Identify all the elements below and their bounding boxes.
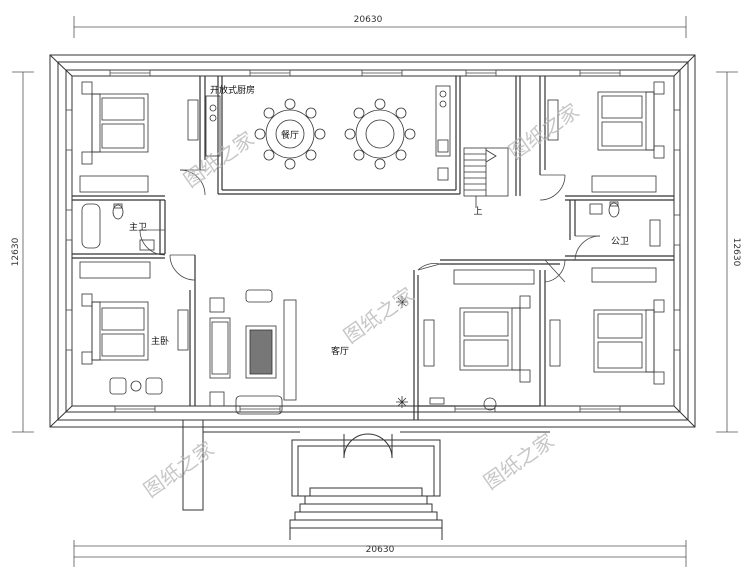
- master-bath-fixtures: [81, 203, 155, 251]
- plant-icons: [396, 296, 408, 408]
- room-label-master-bath: 主卫: [129, 221, 147, 233]
- kitchen-fixtures: [205, 85, 451, 181]
- bed-bottom-right: [549, 267, 665, 385]
- room-label-living-room: 客厅: [331, 345, 349, 357]
- bed-middle-right: [423, 269, 535, 411]
- watermark-4: 图纸之家: [139, 437, 218, 503]
- dimension-bottom: 20630: [366, 545, 395, 555]
- stair-up-mark: 上: [473, 206, 482, 217]
- bed-top-left: [79, 81, 199, 193]
- door-swings: [139, 169, 601, 283]
- dimension-top: 20630: [354, 15, 383, 25]
- room-label-public-bath: 公卫: [611, 236, 629, 247]
- room-label-master-bedroom: 主卧: [151, 335, 169, 347]
- watermark-3: 图纸之家: [339, 283, 418, 349]
- staircase: [463, 147, 509, 208]
- interior-walls: [72, 76, 674, 420]
- dining-table-left: [254, 98, 326, 170]
- dimension-left: 12630: [11, 237, 21, 266]
- living-room-furniture: [209, 289, 297, 415]
- watermark-1: 图纸之家: [179, 127, 258, 193]
- dimension-lines: [12, 16, 738, 567]
- room-label-dining: 餐厅: [281, 129, 299, 141]
- dining-table-right: [344, 98, 416, 170]
- bed-master: [79, 261, 189, 395]
- watermark-5: 图纸之家: [479, 429, 558, 495]
- public-bath-fixtures: [589, 201, 661, 247]
- windows: [65, 69, 681, 413]
- bed-top-right: [547, 81, 665, 193]
- dimension-right: 12630: [731, 238, 741, 267]
- room-label-open-kitchen: 开放式厨房: [210, 84, 255, 96]
- entrance-porch: [182, 419, 550, 540]
